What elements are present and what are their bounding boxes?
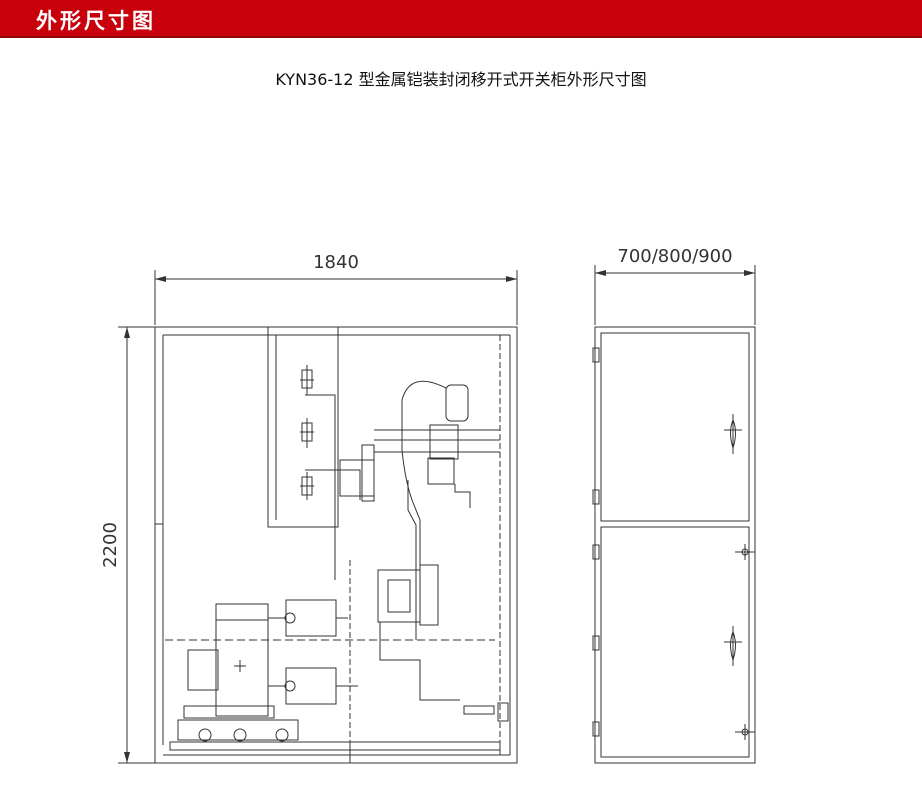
upper-door	[600, 332, 750, 522]
side-cabinet-outline	[594, 326, 756, 764]
section-header-bar: 外形尺寸图	[0, 0, 922, 38]
hinge	[592, 489, 600, 505]
height-arrow-top	[124, 327, 130, 338]
cable-curve	[401, 380, 447, 600]
lower-door	[600, 526, 750, 758]
door-handle	[724, 414, 742, 454]
hinge	[592, 721, 600, 737]
depth-label: 700/800/900	[617, 246, 732, 267]
hinge	[592, 544, 600, 560]
section-title: 外形尺寸图	[36, 9, 156, 33]
width-label: 1840	[313, 252, 359, 273]
door-lock	[735, 724, 755, 740]
floor-rail	[169, 741, 501, 751]
side-view	[592, 265, 756, 764]
breaker-body	[215, 603, 269, 717]
circuit-breaker-truck	[177, 599, 358, 742]
depth-arrow-right	[744, 270, 755, 276]
width-arrow-right	[506, 276, 517, 282]
busbar-compartment	[267, 326, 339, 528]
diagram-title: KYN36-12 型金属铠装封闭移开式开关柜外形尺寸图	[275, 70, 647, 89]
hinge	[592, 347, 600, 363]
busbar-insulators	[300, 365, 314, 500]
door-handle	[724, 626, 742, 666]
height-label: 2200	[100, 522, 121, 568]
surge-arrester	[445, 384, 469, 422]
current-transformer	[377, 569, 421, 623]
door-lock	[735, 544, 755, 560]
height-arrow-bottom	[124, 752, 130, 763]
hinge	[592, 635, 600, 651]
front-view	[118, 270, 518, 764]
depth-arrow-left	[595, 270, 606, 276]
width-arrow-left	[155, 276, 166, 282]
